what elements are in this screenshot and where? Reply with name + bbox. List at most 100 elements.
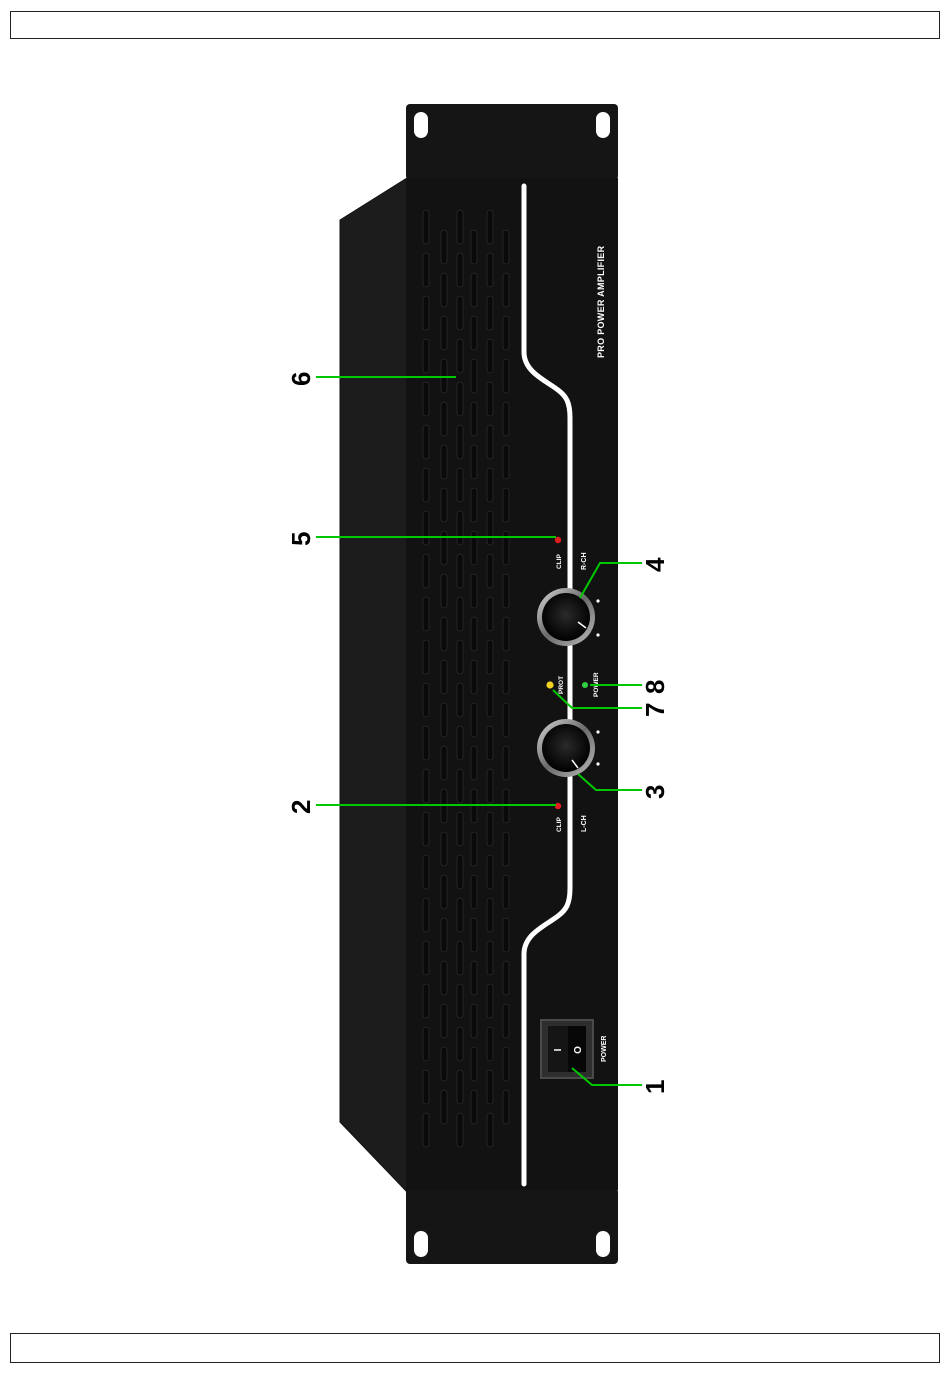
vent-slot — [503, 1004, 509, 1038]
vent-slot — [457, 253, 463, 287]
vent-slot — [457, 554, 463, 588]
vent-slot — [441, 316, 447, 350]
callout-number-8: 8 — [640, 680, 670, 694]
vent-slot — [471, 230, 477, 264]
vent-slot — [457, 1027, 463, 1061]
vent-slot — [503, 230, 509, 264]
vent-slot — [423, 554, 429, 588]
vent-slot — [471, 574, 477, 608]
vent-slot — [423, 425, 429, 459]
callout-number-1: 1 — [640, 1080, 670, 1094]
vent-slot — [487, 812, 493, 846]
vent-slot — [457, 898, 463, 932]
vent-slot — [457, 597, 463, 631]
vent-slot — [471, 961, 477, 995]
protect-label: PROT — [558, 676, 565, 694]
chassis-side — [340, 178, 407, 1192]
vent-slot — [441, 574, 447, 608]
vent-slot — [487, 382, 493, 416]
vent-slot — [457, 1113, 463, 1147]
vent-slot — [441, 703, 447, 737]
vent-slot — [503, 1090, 509, 1124]
vent-slot — [471, 273, 477, 307]
vent-slot — [457, 468, 463, 502]
vent-slot — [471, 445, 477, 479]
vent-slot — [487, 1113, 493, 1147]
vent-slot — [487, 726, 493, 760]
vent-slot — [423, 1070, 429, 1104]
callout-number-3: 3 — [640, 785, 670, 799]
callout-number-6: 6 — [286, 372, 316, 386]
vent-slot — [457, 425, 463, 459]
vent-slot — [423, 898, 429, 932]
vent-slot — [471, 918, 477, 952]
vent-slot — [503, 316, 509, 350]
vent-slot — [471, 488, 477, 522]
callout-number-2: 2 — [286, 800, 316, 814]
vent-slot — [423, 1027, 429, 1061]
vent-slot — [441, 918, 447, 952]
brand-label: PRO POWER AMPLIFIER — [596, 245, 606, 358]
vent-slot — [457, 339, 463, 373]
mount-hole — [414, 1231, 428, 1257]
vent-slot — [487, 683, 493, 717]
vent-slot — [487, 425, 493, 459]
callout-number-7: 7 — [640, 703, 670, 717]
vent-slot — [487, 554, 493, 588]
vent-slot — [441, 1090, 447, 1124]
vent-slot — [441, 1047, 447, 1081]
callout-number-4: 4 — [640, 557, 670, 572]
vent-slot — [471, 359, 477, 393]
vent-slot — [487, 941, 493, 975]
power-switch[interactable]: I O — [541, 1020, 593, 1078]
vent-slot — [441, 445, 447, 479]
vent-slot — [457, 984, 463, 1018]
vent-slot — [487, 468, 493, 502]
vent-slot — [441, 273, 447, 307]
vent-slot — [423, 339, 429, 373]
rack-ear-top — [406, 104, 618, 180]
vent-slot — [503, 273, 509, 307]
vent-slot — [471, 875, 477, 909]
vent-slot — [423, 210, 429, 244]
vent-slot — [487, 511, 493, 545]
clip-label-right: CLIP — [556, 554, 563, 569]
vent-slot — [503, 832, 509, 866]
vent-slot — [423, 726, 429, 760]
vent-slot — [487, 769, 493, 803]
vent-slot — [441, 617, 447, 651]
vent-slot — [423, 683, 429, 717]
vent-slot — [457, 511, 463, 545]
vent-slot — [487, 1070, 493, 1104]
vent-slot — [503, 574, 509, 608]
vent-slot — [441, 1004, 447, 1038]
vent-slot — [457, 640, 463, 674]
vent-slot — [503, 617, 509, 651]
vent-slot — [487, 296, 493, 330]
callout-number-5: 5 — [286, 532, 316, 546]
vent-slot — [487, 253, 493, 287]
vent-slot — [423, 640, 429, 674]
vent-slot — [441, 660, 447, 694]
vent-slot — [441, 402, 447, 436]
mount-hole — [414, 112, 428, 138]
vent-slot — [457, 769, 463, 803]
vent-slot — [423, 468, 429, 502]
vent-slot — [457, 726, 463, 760]
vent-slot — [471, 703, 477, 737]
right-channel-label: R-CH — [581, 553, 588, 571]
vent-slot — [471, 660, 477, 694]
vent-slot — [441, 961, 447, 995]
vent-slot — [423, 984, 429, 1018]
vent-slot — [423, 1113, 429, 1147]
vent-slot — [487, 597, 493, 631]
vent-slot — [487, 339, 493, 373]
vent-slot — [423, 382, 429, 416]
vent-slot — [503, 961, 509, 995]
vent-slot — [471, 746, 477, 780]
power-led — [582, 682, 588, 688]
mount-hole — [596, 112, 610, 138]
vent-slot — [503, 703, 509, 737]
vent-slot — [423, 769, 429, 803]
